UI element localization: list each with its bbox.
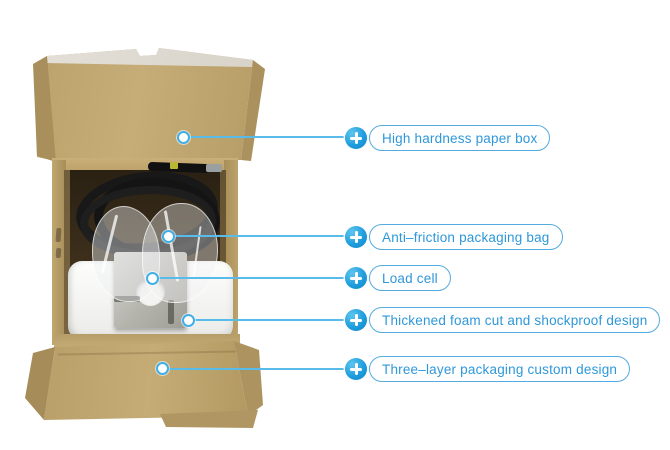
box-inner-wall-right bbox=[220, 170, 226, 345]
leader-line bbox=[183, 136, 347, 138]
anchor-dot bbox=[162, 230, 175, 243]
plus-icon bbox=[345, 127, 367, 149]
anchor-dot bbox=[177, 131, 190, 144]
callout-label: Three–layer packaging custom design bbox=[369, 356, 631, 382]
box-inner-wall-left bbox=[64, 170, 70, 345]
load-cell-slot bbox=[168, 300, 174, 324]
leader-line bbox=[162, 368, 347, 370]
leader-line bbox=[168, 235, 347, 237]
callout-paper-box: High hardness paper box bbox=[345, 125, 551, 151]
box-wall-marking bbox=[55, 247, 62, 259]
plus-icon bbox=[345, 267, 367, 289]
cable-tie bbox=[170, 162, 178, 169]
box-bottom-flap bbox=[44, 341, 248, 420]
box-lid bbox=[34, 48, 253, 161]
callout-label: Thickened foam cut and shockproof design bbox=[369, 307, 661, 333]
callout-label: Anti–friction packaging bag bbox=[369, 224, 563, 250]
callout-foam: Thickened foam cut and shockproof design bbox=[345, 307, 661, 333]
plus-icon bbox=[345, 358, 367, 380]
packaging-bag bbox=[142, 203, 218, 303]
callout-label: Load cell bbox=[369, 265, 451, 291]
callout-load-cell: Load cell bbox=[345, 265, 451, 291]
leader-line bbox=[152, 277, 347, 279]
plus-icon bbox=[345, 226, 367, 248]
anchor-dot bbox=[146, 272, 159, 285]
plus-icon bbox=[345, 309, 367, 331]
flap-bottom-tab bbox=[160, 410, 258, 428]
anchor-dot bbox=[156, 362, 169, 375]
callout-packaging-bag: Anti–friction packaging bag bbox=[345, 224, 563, 250]
callout-three-layer: Three–layer packaging custom design bbox=[345, 356, 631, 382]
anchor-dot bbox=[182, 314, 195, 327]
cable-connector bbox=[206, 164, 222, 172]
leader-line bbox=[188, 319, 347, 321]
callout-label: High hardness paper box bbox=[369, 125, 551, 151]
box-wall-marking bbox=[55, 227, 62, 243]
